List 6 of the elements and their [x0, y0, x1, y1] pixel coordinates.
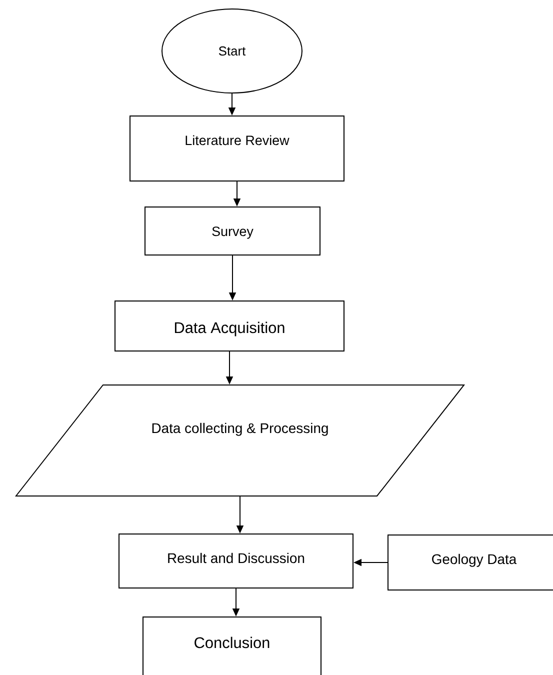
process-box: Result and Discussion	[118, 534, 354, 588]
process-box: Geology Data	[388, 534, 553, 590]
process-box: Survey	[144, 206, 320, 256]
process-box: Data Acquisition	[114, 300, 344, 352]
process-box: Literature Review	[130, 116, 344, 182]
process-box: Conclusion	[142, 616, 322, 675]
